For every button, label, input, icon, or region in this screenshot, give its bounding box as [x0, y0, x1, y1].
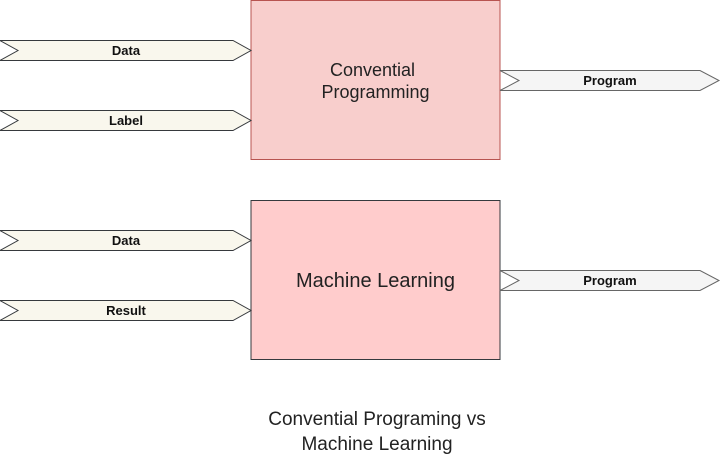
data-input-arrow-bottom: Data: [0, 230, 253, 251]
result-input-arrow-shape: [0, 300, 253, 321]
data-input-arrow-top-shape: [0, 40, 253, 61]
diagram-caption: Convential Programing vs Machine Learnin…: [268, 409, 486, 455]
program-output-arrow-top-shape: [499, 70, 721, 91]
conventional-programming-label-line2: Programming: [321, 82, 429, 102]
program-output-arrow-bottom-shape: [499, 270, 721, 291]
caption-line1: Convential Programing vs: [268, 409, 486, 430]
data-input-arrow-top-label: Data: [112, 43, 141, 58]
conventional-programming-label-line1: Convential: [330, 60, 415, 80]
conventional-programming-rect: [250, 0, 501, 160]
label-input-arrow-shape: [0, 110, 253, 131]
program-output-arrow-bottom-label: Program: [583, 273, 636, 288]
result-input-arrow: Result: [0, 300, 253, 321]
program-output-arrow-top-label: Program: [583, 73, 636, 88]
program-output-arrow-top: Program: [499, 70, 721, 91]
label-input-arrow-label: Label: [109, 113, 143, 128]
conventional-programming-box: Convential Programming: [250, 0, 501, 160]
data-input-arrow-top: Data: [0, 40, 253, 61]
data-input-arrow-bottom-label: Data: [112, 233, 141, 248]
program-output-arrow-bottom: Program: [499, 270, 721, 291]
machine-learning-rect: [250, 200, 501, 360]
machine-learning-label: Machine Learning: [296, 270, 455, 292]
result-input-arrow-label: Result: [106, 303, 146, 318]
label-input-arrow: Label: [0, 110, 253, 131]
caption-line2: Machine Learning: [301, 434, 452, 455]
data-input-arrow-bottom-shape: [0, 230, 253, 251]
machine-learning-box: Machine Learning: [250, 200, 501, 360]
